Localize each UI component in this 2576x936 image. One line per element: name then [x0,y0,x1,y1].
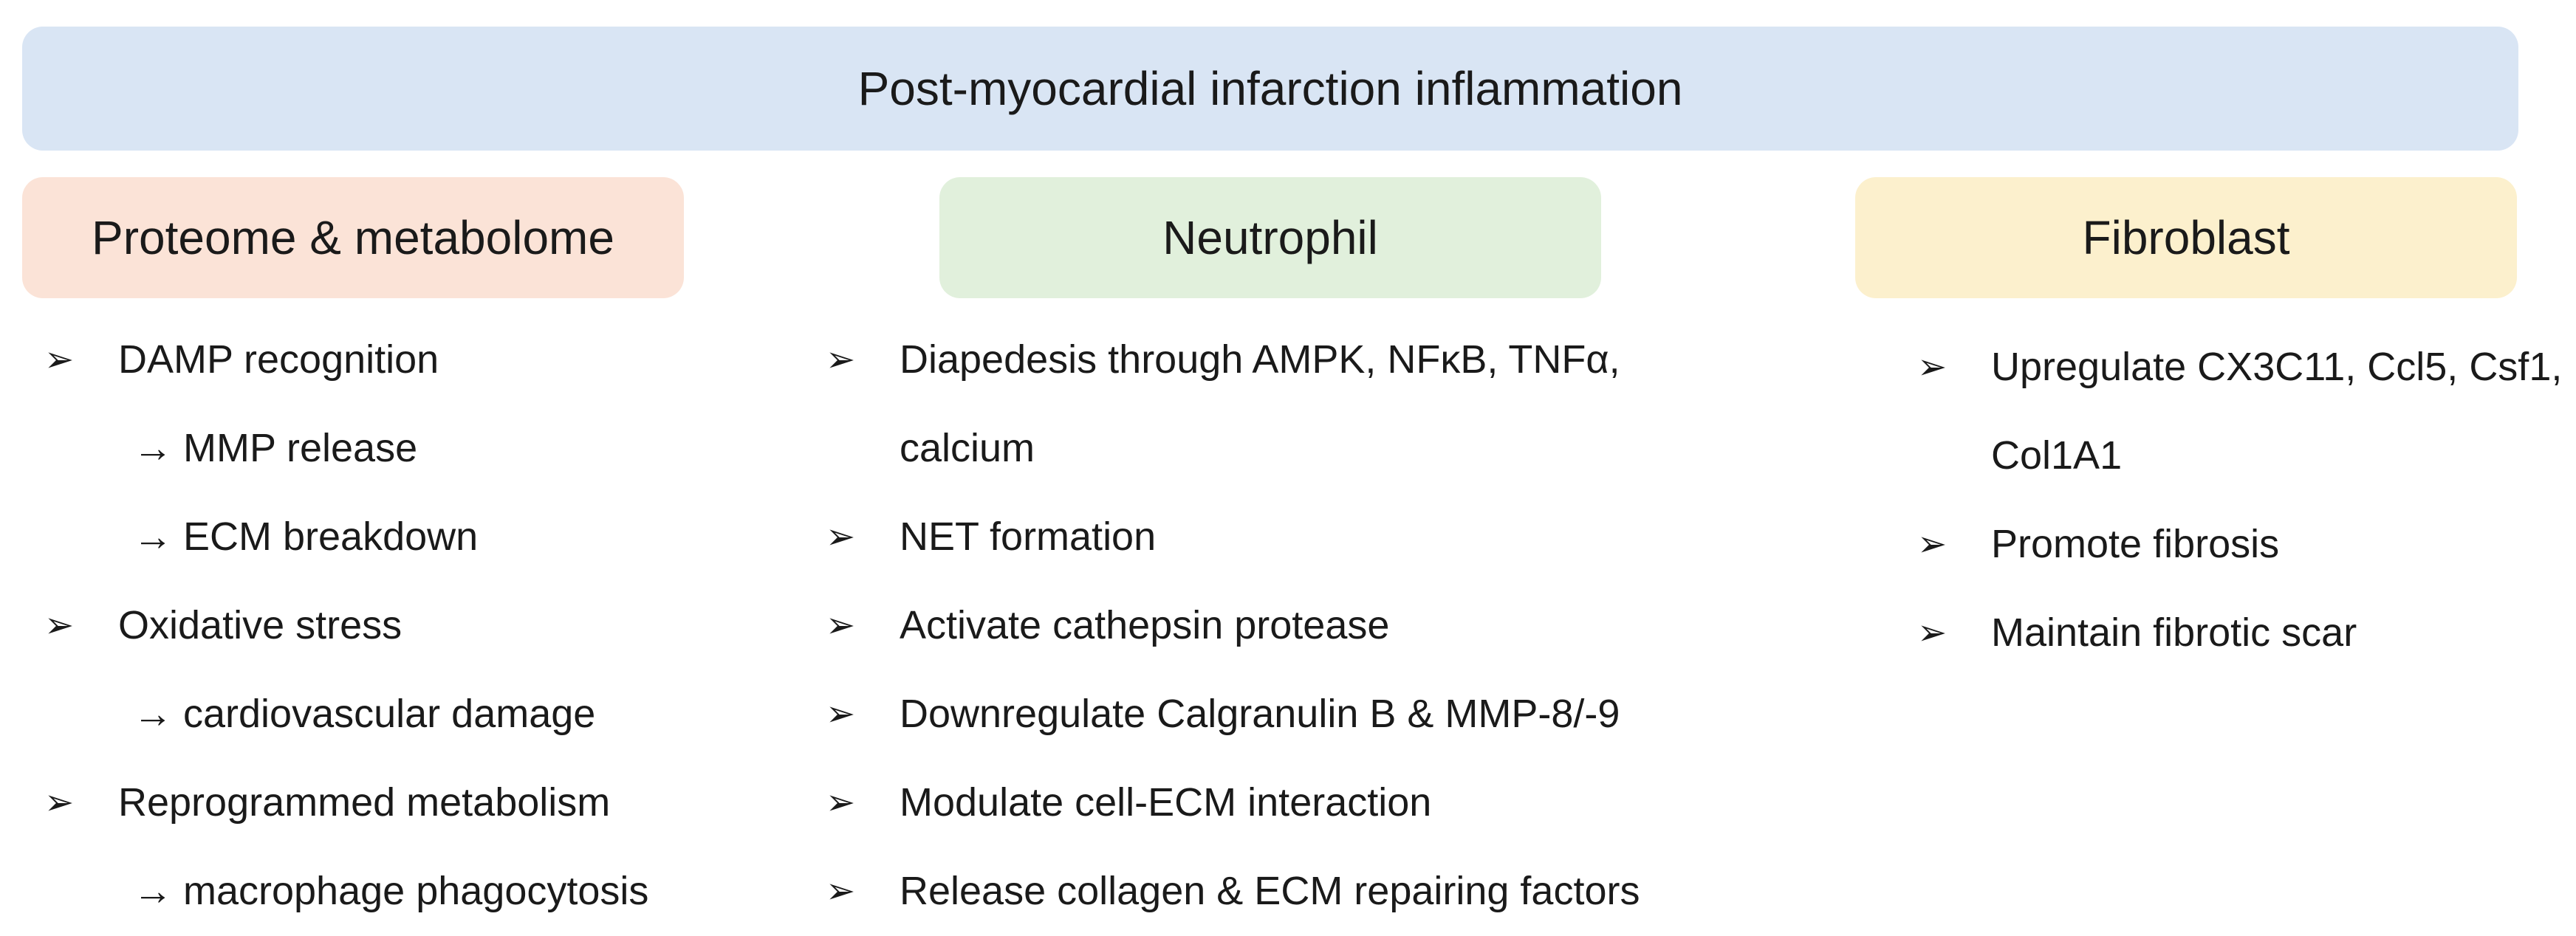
bullet-arrow-icon: ➢ [826,606,856,645]
bullet-arrow-icon: ➢ [826,340,856,379]
item-text: Release collagen & ECM repairing factors [900,869,1640,913]
bullet-arrow-icon: ➢ [826,517,856,557]
list-item: ➢ Promote fibrosis [1917,521,2279,567]
item-text: Oxidative stress [118,603,402,647]
item-text: ECM breakdown [183,515,479,559]
column-header-label: Neutrophil [1162,211,1378,264]
column-header-proteome: Proteome & metabolome [22,177,684,298]
list-item: ➢ Modulate cell-ECM interaction [826,780,1431,825]
item-text: Col1A1 [1991,433,2123,478]
item-text: Upregulate CX3C11, Ccl5, Csf1, [1991,345,2563,389]
item-text: Downregulate Calgranulin B & MMP-8/-9 [900,692,1620,736]
item-text: DAMP recognition [118,337,439,382]
list-item: →cardiovascular damage [133,691,595,737]
item-text: NET formation [900,515,1157,559]
list-item: ➢ NET formation [826,514,1156,560]
list-item: Col1A1 [1991,433,2122,478]
item-text: Maintain fibrotic scar [1991,610,2357,655]
list-item: →ECM breakdown [133,514,478,560]
bullet-arrow-icon: ➢ [44,340,75,379]
list-item: ➢ Release collagen & ECM repairing factor… [826,868,1640,914]
bullet-arrow-icon: ➢ [1917,525,1948,564]
list-item: ➢ Diapedesis through AMPK, NFκB, TNFα, [826,337,1620,382]
item-text: macrophage phagocytosis [183,869,649,913]
title-banner: Post-myocardial infarction inflammation [22,27,2518,151]
list-item: calcium [900,425,1035,471]
right-arrow-icon: → [133,515,173,559]
right-arrow-icon: → [133,692,173,736]
list-item: ➢ DAMP recognition [44,337,439,382]
list-item: ➢ Oxidative stress [44,602,402,648]
item-text: MMP release [183,426,418,470]
bullet-arrow-icon: ➢ [826,783,856,822]
column-header-fibroblast: Fibroblast [1855,177,2517,298]
list-item: ➢ Downregulate Calgranulin B & MMP-8/-9 [826,691,1620,737]
list-item: →MMP release [133,425,417,471]
bullet-arrow-icon: ➢ [1917,613,1948,653]
diagram-title: Post-myocardial infarction inflammation [857,62,1683,115]
bullet-arrow-icon: ➢ [1917,348,1948,387]
item-text: Reprogrammed metabolism [118,780,611,825]
list-item: ➢ Upregulate CX3C11, Ccl5, Csf1, [1917,344,2562,390]
bullet-arrow-icon: ➢ [44,783,75,822]
column-header-label: Fibroblast [2082,211,2290,264]
right-arrow-icon: → [133,426,173,470]
item-text: Activate cathepsin protease [900,603,1390,647]
item-text: calcium [900,426,1035,470]
bullet-arrow-icon: ➢ [826,695,856,734]
bullet-arrow-icon: ➢ [826,872,856,911]
list-item: ➢ Activate cathepsin protease [826,602,1389,648]
bullet-arrow-icon: ➢ [44,606,75,645]
item-text: cardiovascular damage [183,692,596,736]
column-header-neutrophil: Neutrophil [939,177,1601,298]
right-arrow-icon: → [133,869,173,913]
list-item: →macrophage phagocytosis [133,868,648,914]
list-item: ➢ Maintain fibrotic scar [1917,610,2357,655]
item-text: Diapedesis through AMPK, NFκB, TNFα, [900,337,1620,382]
item-text: Promote fibrosis [1991,522,2280,566]
list-item: ➢ Reprogrammed metabolism [44,780,610,825]
item-text: Modulate cell-ECM interaction [900,780,1432,825]
column-header-label: Proteome & metabolome [92,211,614,264]
